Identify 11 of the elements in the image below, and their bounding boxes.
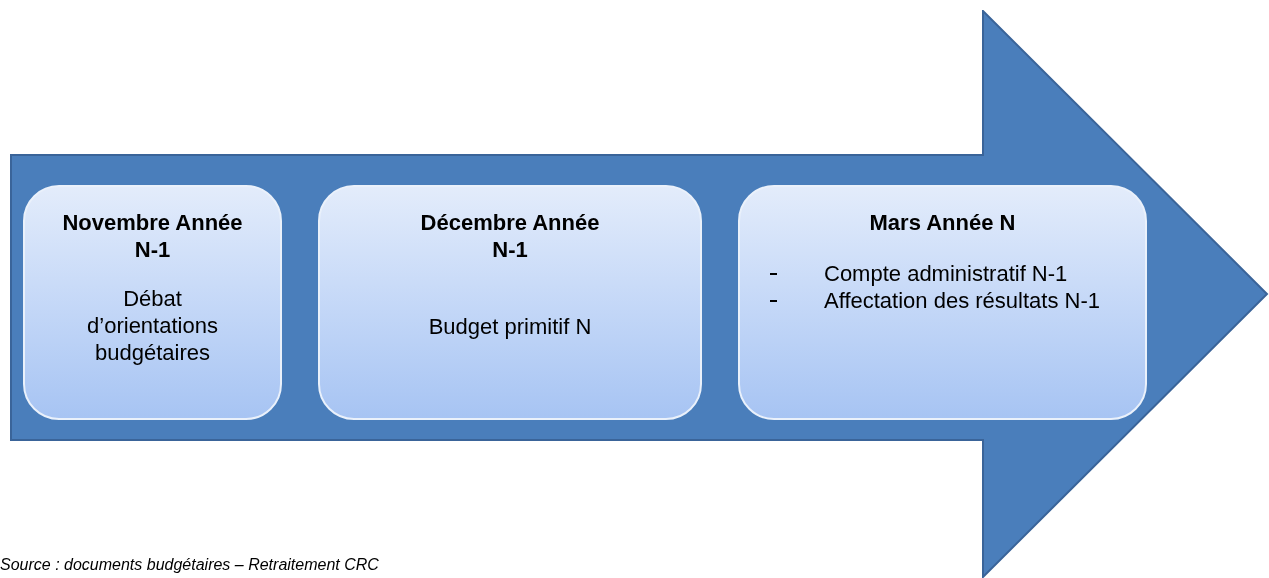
box-text: Budget primitif N [428, 313, 592, 340]
box-heading: Décembre Année N-1 [419, 209, 601, 263]
box-heading: Novembre Année N-1 [61, 209, 244, 263]
list-item: Compte administratif N-1 [824, 260, 1069, 287]
list-item: Affectation des résultats N-1 [824, 287, 1101, 314]
timeline-box [23, 185, 282, 420]
source-caption: Source : documents budgétaires – Retraitement CRC [0, 555, 379, 575]
box-text: Débat d’orientations budgétaires [86, 285, 219, 366]
box-heading: Mars Année N [868, 209, 1017, 236]
timeline-box [738, 185, 1147, 420]
timeline-box [318, 185, 702, 420]
